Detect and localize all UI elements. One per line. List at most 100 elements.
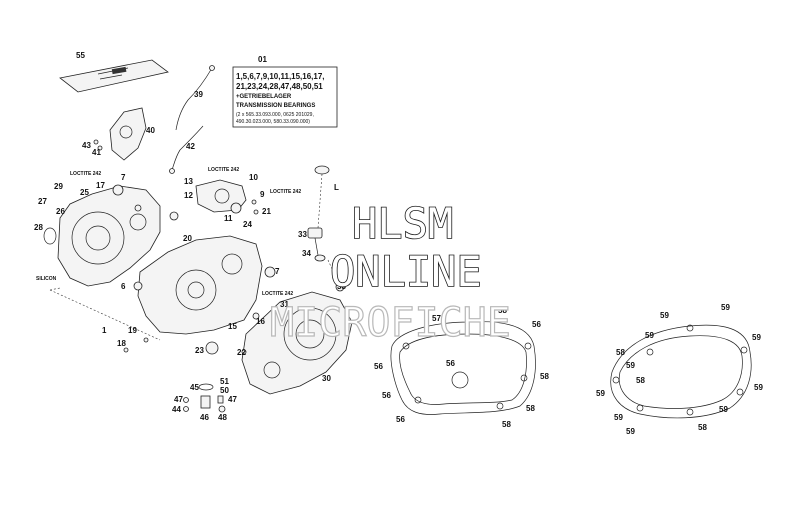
loctite-note-cover: LOCTITE 242 (262, 291, 293, 297)
callout-15: 15 (228, 322, 237, 331)
callout-43: 43 (82, 141, 91, 150)
callout-59-bottom-left: 59 (626, 427, 635, 436)
legend-line-3: +GETRIEBELAGER (236, 94, 292, 100)
callout-47-right: 47 (228, 395, 237, 404)
legend-number: 01 (258, 55, 267, 64)
callout-57: 57 (432, 314, 441, 323)
legend-line-6: 490.30.023.000, 580.33.090.000) (236, 119, 310, 125)
silicon-note: SILICON (36, 276, 57, 282)
callout-59-lower-left: 59 (614, 413, 623, 422)
callout-22: 22 (237, 348, 246, 357)
callout-59-bottom-right: 59 (719, 405, 728, 414)
watermark: HLSM ONLINE MICROFICHE (269, 198, 511, 346)
callout-58-gasket-inner: 58 (636, 376, 645, 385)
callout-58-gasket-bottom: 58 (698, 423, 707, 432)
callout-46: 46 (200, 413, 209, 422)
callout-34: 34 (302, 249, 311, 258)
callout-23: 23 (195, 346, 204, 355)
loctite-note-pump: LOCTITE 242 (208, 167, 239, 173)
callout-56-top-right: 56 (532, 320, 541, 329)
callout-17: 17 (96, 181, 105, 190)
watermark-line-3: MICROFICHE (270, 300, 511, 346)
callout-58-right: 58 (540, 372, 549, 381)
callout-42: 42 (186, 142, 195, 151)
callout-41: 41 (92, 148, 101, 157)
o-ring-part-28 (43, 227, 57, 245)
right-crankcase-half (123, 235, 276, 355)
callout-10: 10 (249, 173, 258, 182)
callout-12: 12 (184, 191, 193, 200)
callout-50: 50 (220, 386, 229, 395)
callout-33: 33 (298, 230, 307, 239)
sprocket-cover-part-40 (93, 107, 147, 161)
callout-29: 29 (54, 182, 63, 191)
callout-27: 27 (38, 197, 47, 206)
callout-59-right-upper: 59 (752, 333, 761, 342)
callout-30: 30 (322, 374, 331, 383)
callout-56-lower-left: 56 (382, 391, 391, 400)
callout-39: 39 (194, 90, 203, 99)
callout-21: 21 (262, 207, 271, 216)
legend-line-4: TRANSMISSION BEARINGS (236, 103, 315, 109)
manual-booklet-part-55 (59, 59, 169, 93)
callout-24: 24 (243, 220, 252, 229)
callout-59-top-right: 59 (721, 303, 730, 312)
callout-58-gasket-left: 58 (616, 348, 625, 357)
callout-56-bottom: 56 (396, 415, 405, 424)
callout-45: 45 (190, 383, 199, 392)
callout-44: 44 (172, 405, 181, 414)
callout-16: 16 (256, 317, 265, 326)
clutch-cable-part-39 (175, 65, 215, 131)
callout-26: 26 (56, 207, 65, 216)
callout-7-top: 7 (121, 173, 126, 182)
left-crankcase-half (49, 184, 179, 341)
drain-plug-set (183, 383, 226, 413)
watermark-line-1: HLSM (352, 199, 453, 248)
clutch-cover-part-30 (241, 291, 353, 395)
legend-line-1: 1,5,6,7,9,10,11,15,16,17, (236, 72, 325, 81)
legend-line-2: 21,23,24,28,47,48,50,51 (236, 82, 323, 91)
clutch-cover-gasket (390, 321, 536, 415)
callout-55: 55 (76, 51, 85, 60)
callout-56-left: 56 (374, 362, 383, 371)
callout-20: 20 (183, 234, 192, 243)
callout-59-mid-left: 59 (626, 361, 635, 370)
loctite-note-right: LOCTITE 242 (270, 189, 301, 195)
oil-pump-assembly (195, 179, 259, 215)
callout-9: 9 (260, 190, 265, 199)
callout-47-left: 47 (174, 395, 183, 404)
hose-part-42 (169, 125, 204, 174)
assembly-legend-box: 01 1,5,6,7,9,10,11,15,16,17, 21,23,24,28… (232, 55, 338, 128)
callout-58-bottom: 58 (502, 420, 511, 429)
callout-59-mid: 59 (645, 331, 654, 340)
callout-59-right-lower: 59 (754, 383, 763, 392)
callout-59-left: 59 (596, 389, 605, 398)
callout-7-mid: 7 (275, 267, 280, 276)
callout-28: 28 (34, 223, 43, 232)
callout-56-inner: 56 (446, 359, 455, 368)
ignition-cover-gasket (610, 324, 752, 419)
loctite-note-left: LOCTITE 242 (70, 171, 101, 177)
callout-19: 19 (128, 326, 137, 335)
callout-labels: 55 39 40 42 43 41 29 25 17 7 27 26 28 13… (34, 51, 763, 436)
callout-13: 13 (184, 177, 193, 186)
watermark-line-2: ONLINE (330, 247, 482, 296)
callout-51: 51 (220, 377, 229, 386)
oil-filler-plug-part-33 (307, 165, 345, 292)
callout-58-top: 58 (498, 306, 507, 315)
callout-11: 11 (224, 214, 233, 223)
callout-31: 31 (280, 300, 289, 309)
callout-6: 6 (121, 282, 126, 291)
legend-line-5: (2 x 565.33.093.000, 0625 201029, (236, 112, 314, 118)
callout-59-top-left: 59 (660, 311, 669, 320)
callout-25: 25 (80, 188, 89, 197)
callout-1: 1 (102, 326, 107, 335)
callout-40: 40 (146, 126, 155, 135)
callout-38: 38 (337, 282, 346, 291)
callout-18: 18 (117, 339, 126, 348)
l-marker: L (334, 183, 339, 192)
callout-58-lower-right: 58 (526, 404, 535, 413)
callout-48: 48 (218, 413, 227, 422)
